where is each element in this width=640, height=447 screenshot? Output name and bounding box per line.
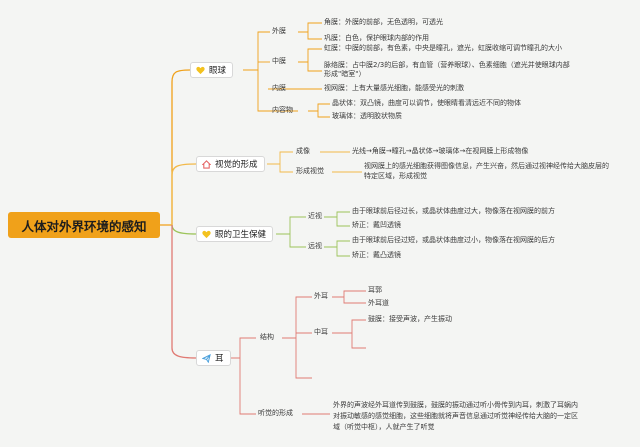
ear-structure[interactable]: 结构 — [260, 333, 274, 341]
eye-retina[interactable]: 视网膜：上有大量感光细胞，能感受光的刺激 — [324, 84, 464, 92]
heart-icon — [202, 230, 211, 238]
hygiene-myopia[interactable]: 近视 — [308, 212, 322, 220]
ear-eardrum[interactable]: 鼓膜：接受声波，产生振动 — [368, 315, 452, 323]
eye-contents[interactable]: 内容物 — [272, 106, 293, 114]
eye-cornea[interactable]: 角膜：外膜的前部，无色透明，可透光 — [324, 18, 443, 26]
root-topic[interactable]: 人体对外界环境的感知 — [8, 212, 160, 238]
paper-plane-icon — [202, 353, 211, 363]
heart-icon — [196, 66, 205, 74]
vision-imaging[interactable]: 成像 — [296, 147, 310, 155]
eye-lens[interactable]: 晶状体：双凸镜，曲度可以调节，使眼睛看清远近不同的物体 — [332, 99, 521, 107]
hygiene-myopia-fix[interactable]: 矫正：戴凹透镜 — [352, 221, 401, 229]
eye-inner-membrane[interactable]: 内膜 — [272, 84, 286, 92]
eye-outer-membrane[interactable]: 外膜 — [272, 27, 286, 35]
ear-outer-ear[interactable]: 外耳 — [314, 292, 328, 300]
eye-choroid-line-1: 脉络膜：占中膜2/3的后部，有血管（营养眼球）、色素细胞（遮光并使眼球内部 — [324, 61, 570, 69]
hygiene-hyperopia-cause[interactable]: 由于眼球前后径过短，或晶状体曲度过小，物像落在视网膜的后方 — [352, 236, 555, 244]
ear-middle-ear[interactable]: 中耳 — [314, 328, 328, 336]
topic-ear[interactable]: 耳 — [196, 350, 231, 366]
eye-choroid[interactable]: 脉络膜：占中膜2/3的后部，有血管（营养眼球）、色素细胞（遮光并使眼球内部 形成… — [324, 61, 570, 79]
vision-perception-line-2: 特定区域，形成视觉 — [364, 172, 427, 180]
topic-ear-label: 耳 — [215, 354, 224, 364]
topic-eye[interactable]: 眼球 — [190, 62, 234, 78]
vision-perception-text[interactable]: 视网膜上的感光细胞获得图像信息，产生兴奋，然后通过视神经传给大脑皮层的 特定区域… — [364, 162, 609, 181]
ear-hearing-line-1: 外界的声波经外耳道传到鼓膜，鼓膜的振动通过听小骨传到内耳，刺激了耳蜗内 — [333, 401, 578, 409]
ear-hearing-line-3: 域（听觉中枢），人就产生了听觉 — [333, 423, 435, 431]
ear-canal[interactable]: 外耳道 — [368, 299, 389, 307]
vision-imaging-path[interactable]: 光线→角膜→瞳孔→晶状体→玻璃体→在视网膜上形成物像 — [352, 147, 529, 155]
eye-vitreous[interactable]: 玻璃体：透明胶状物质 — [332, 112, 402, 120]
eye-iris[interactable]: 虹膜：中膜的前部，有色素，中央是瞳孔，遮光，虹膜收缩可调节瞳孔的大小 — [324, 44, 562, 52]
home-icon — [202, 159, 211, 169]
ear-pinna[interactable]: 耳郭 — [368, 286, 382, 294]
topic-vision-formation[interactable]: 视觉的形成 — [196, 156, 265, 172]
topic-hygiene-label: 眼的卫生保健 — [215, 230, 267, 240]
topic-eye-label: 眼球 — [209, 66, 227, 76]
ear-hearing-line-2: 对振动敏感的感觉细胞，这些细胞就将声音信息通过听觉神经传给大脑的一定区 — [333, 412, 578, 420]
eye-choroid-line-2: 形成"暗室"） — [324, 70, 366, 78]
eye-middle-membrane[interactable]: 中膜 — [272, 57, 286, 65]
ear-hearing-text[interactable]: 外界的声波经外耳道传到鼓膜，鼓膜的振动通过听小骨传到内耳，刺激了耳蜗内 对振动敏… — [333, 401, 578, 432]
vision-perception[interactable]: 形成视觉 — [296, 167, 324, 175]
ear-hearing-formation[interactable]: 听觉的形成 — [258, 409, 293, 417]
hygiene-myopia-cause[interactable]: 由于眼球前后径过长，或晶状体曲度过大，物像落在视网膜的前方 — [352, 207, 555, 215]
topic-eye-hygiene[interactable]: 眼的卫生保健 — [196, 226, 274, 242]
hygiene-hyperopia[interactable]: 远视 — [308, 242, 322, 250]
hygiene-hyperopia-fix[interactable]: 矫正：戴凸透镜 — [352, 251, 401, 259]
vision-perception-line-1: 视网膜上的感光细胞获得图像信息，产生兴奋，然后通过视神经传给大脑皮层的 — [364, 162, 609, 170]
eye-sclera[interactable]: 巩膜：白色，保护眼球内部的作用 — [324, 34, 429, 42]
topic-vision-label: 视觉的形成 — [215, 160, 258, 170]
